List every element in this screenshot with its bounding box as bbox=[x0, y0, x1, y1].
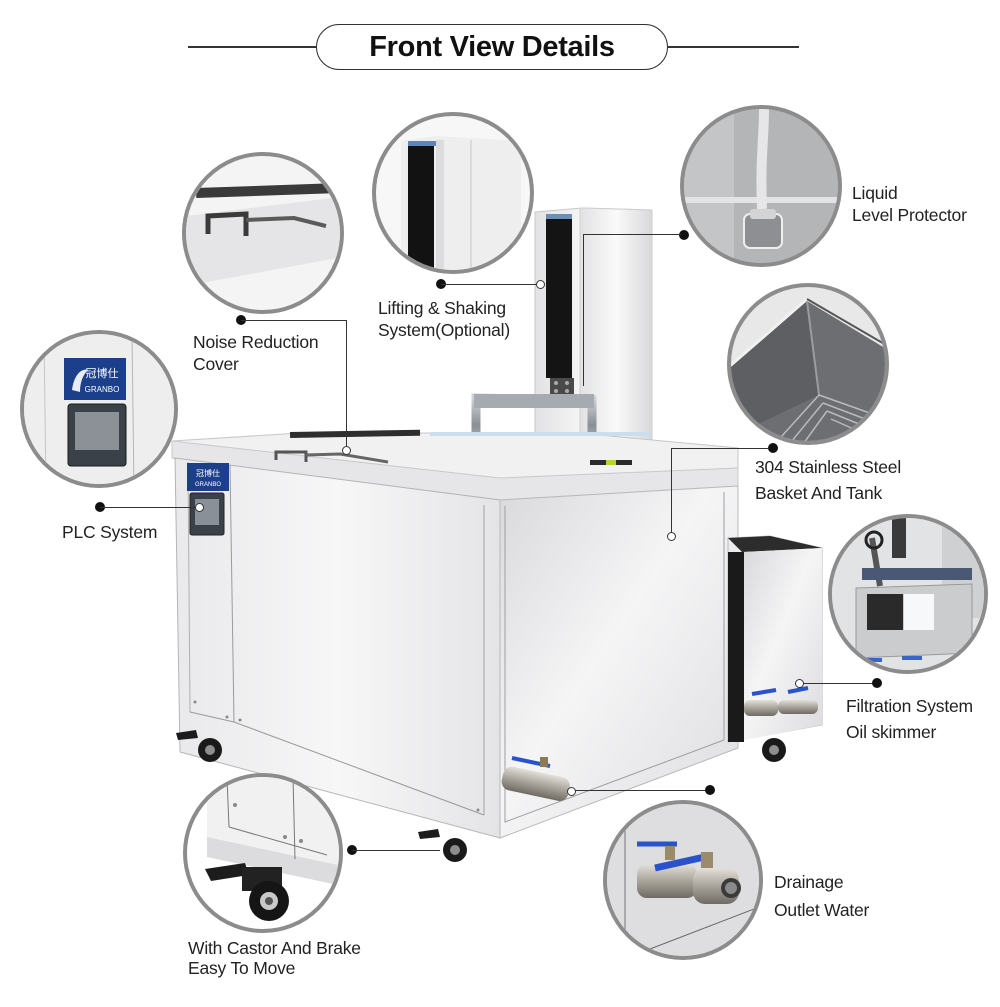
drainage-outlet-label: Drainage Outlet Water bbox=[774, 872, 870, 920]
tank-lid bbox=[171, 429, 739, 501]
callout-plc-system: 冠博仕 GRANBO bbox=[20, 330, 178, 488]
callout-lifting-shaking-system bbox=[372, 112, 534, 274]
stainless-basket-tank-anchor bbox=[667, 532, 676, 541]
callout-liquid-level-protector bbox=[680, 105, 842, 267]
lifting-column bbox=[534, 207, 653, 456]
callout-stainless-basket-tank bbox=[727, 283, 889, 445]
lifting-shaking-anchor bbox=[536, 280, 545, 289]
plc-system-anchor bbox=[195, 503, 204, 512]
granbo-logo-zoom bbox=[64, 358, 126, 400]
stainless-basket-tank-leader-h bbox=[671, 448, 769, 449]
noise-reduction-cover-leader-v bbox=[346, 320, 347, 448]
liquid-level-protector-leader-h bbox=[583, 234, 681, 235]
callout-noise-reduction-cover bbox=[182, 152, 344, 314]
lifting-shaking-leader bbox=[441, 284, 538, 285]
castor-brake-label: With Castor And Brake Easy To Move bbox=[188, 938, 361, 978]
page-title: Front View Details bbox=[369, 30, 615, 63]
stainless-basket-tank-leader-v bbox=[671, 448, 672, 534]
drainage-outlet-leader bbox=[575, 790, 708, 791]
lifting-shaking-label: Lifting & Shaking System(Optional) bbox=[378, 298, 510, 340]
basket-handle bbox=[471, 393, 597, 452]
callout-drainage-outlet bbox=[603, 800, 763, 960]
castor-brake-leader bbox=[352, 850, 440, 851]
svg-text:GRANBO: GRANBO bbox=[195, 482, 221, 488]
drainage-outlet-anchor bbox=[567, 787, 576, 796]
filtration-system-label: Filtration System Oil skimmer bbox=[846, 696, 973, 742]
plc-system-leader bbox=[100, 507, 198, 508]
page-title-pill: Front View Details bbox=[316, 24, 668, 70]
stainless-basket-tank-label: 304 Stainless Steel Basket And Tank bbox=[755, 457, 902, 503]
tank-body-front: 冠博仕 GRANBO bbox=[174, 457, 501, 839]
title-rule-right bbox=[666, 46, 799, 48]
tank-body-side bbox=[499, 485, 739, 839]
filtration-system-dot bbox=[872, 678, 882, 688]
noise-reduction-cover-leader-h bbox=[241, 320, 347, 321]
granbo-logo-plate bbox=[187, 463, 229, 491]
svg-text:GRANBO: GRANBO bbox=[85, 385, 120, 394]
filtration-system-leader bbox=[803, 683, 875, 684]
logo-cn-text: 冠博仕 bbox=[196, 468, 220, 478]
callout-castor-brake bbox=[183, 773, 343, 933]
liquid-level-protector-label: Liquid Level Protector bbox=[852, 183, 967, 225]
noise-reduction-cover-anchor bbox=[342, 446, 351, 455]
callout-filtration-system bbox=[828, 514, 988, 674]
drain-valve bbox=[501, 756, 570, 801]
svg-text:冠博仕: 冠博仕 bbox=[86, 367, 119, 380]
filtration-valves bbox=[744, 686, 818, 716]
castor-wheels bbox=[176, 730, 786, 862]
drainage-outlet-dot bbox=[705, 785, 715, 795]
liquid-level-protector-dot bbox=[679, 230, 689, 240]
stainless-basket-tank-dot bbox=[768, 443, 778, 453]
liquid-level-protector-leader-v bbox=[583, 234, 584, 386]
title-rule-left bbox=[188, 46, 318, 48]
noise-reduction-cover-label: Noise Reduction Cover bbox=[193, 332, 319, 374]
plc-system-label: PLC System bbox=[62, 522, 158, 542]
